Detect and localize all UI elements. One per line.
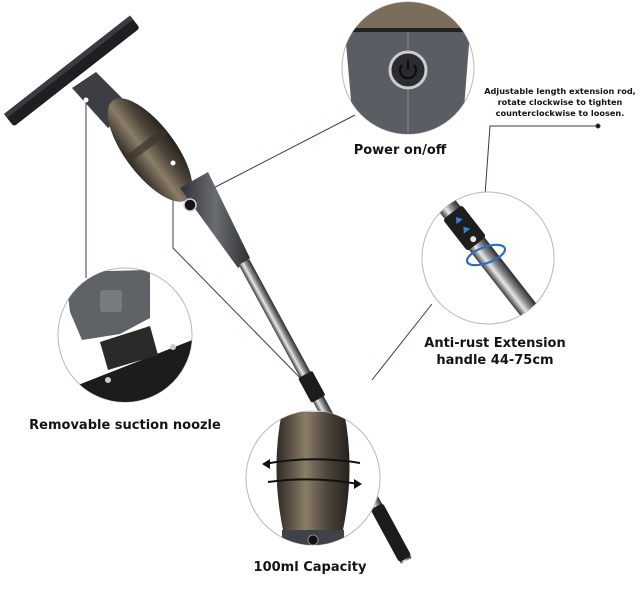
capacity-label: 100ml Capacity	[253, 560, 367, 575]
dust-tank	[107, 98, 193, 202]
nozzle-label: Removable suction noozle	[29, 418, 221, 433]
capacity-detail-circle	[245, 410, 381, 546]
extension-detail-circle	[421, 191, 555, 325]
vacuum-handle	[180, 172, 250, 268]
hang-hole	[531, 575, 539, 585]
power-button	[183, 198, 197, 212]
squeegee-head	[3, 15, 139, 126]
power-label: Power on/off	[353, 143, 447, 158]
adjust-rod-label: Adjustable length extension rod, rotate …	[484, 86, 636, 118]
power-detail-circle	[341, 1, 475, 135]
nozzle-detail-circle	[57, 267, 193, 403]
extension-handle-label: Anti-rust Extension handle 44-75cm	[424, 336, 566, 368]
